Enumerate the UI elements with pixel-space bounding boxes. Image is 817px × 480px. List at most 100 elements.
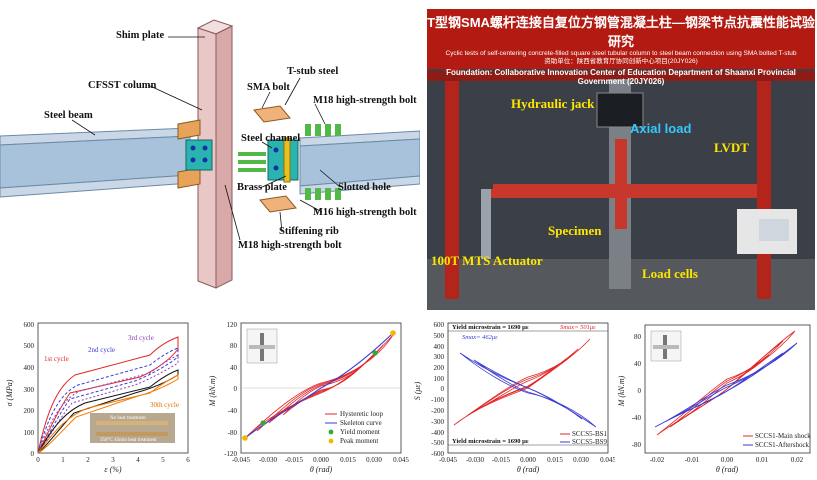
plot4-xtick-2: 0.00 — [721, 456, 734, 464]
plot4-svg: 80 40 0 -40 -80 -0.02 -0.01 0.00 0.01 0.… — [617, 324, 811, 474]
plot3-xticks: -0.045 -0.030 -0.015 0.000 0.015 0.030 0… — [439, 456, 616, 464]
plot4-legend-main: SCCS1-Main shock — [755, 432, 811, 440]
plot3-ann-yield-bottom: Yield microstrain = 1690 με — [452, 438, 529, 445]
banner-foundation: Foundation: Collaborative Innovation Cen… — [446, 68, 796, 86]
plot3-svg: 600 500 400 300 200 100 0 -100 -200 -300… — [413, 321, 616, 474]
plot2-ytick-1: 80 — [230, 342, 238, 350]
plot3-ytick-1: 500 — [434, 332, 445, 340]
ann-lvdt: LVDT — [714, 140, 749, 155]
plot2-legend-skeleton: Skeleton curve — [340, 419, 382, 427]
plot1-xtick-5: 5 — [161, 456, 165, 464]
plot2-xtick-5: 0.030 — [366, 456, 382, 464]
plot2-legend: Hysteretic loop Skeleton curve Yield mom… — [325, 410, 383, 445]
plot2-xtick-1: -0.030 — [259, 456, 278, 464]
plot2-ytick-0: 120 — [227, 321, 238, 329]
plot-strain-rotation: 600 500 400 300 200 100 0 -100 -200 -300… — [410, 315, 616, 475]
plot1-xtick-0: 0 — [36, 456, 40, 464]
plot1-ytick-3: 300 — [24, 386, 35, 394]
plot1-ann-c2: 2nd cycle — [88, 346, 115, 354]
plot1-xtick-4: 4 — [136, 456, 140, 464]
label-sma-bolt: SMA bolt — [247, 82, 290, 93]
plot4-xtick-4: 0.02 — [791, 456, 804, 464]
plot3-xtick-6: 0.045 — [600, 456, 615, 464]
plot3-legend: SCCS5-BS1 SCCS5-BS9 — [560, 430, 608, 446]
sma-bolts — [238, 152, 266, 172]
joint-drawing: Shim plate CFSST column Steel beam SMA b… — [0, 0, 421, 305]
label-m18-bolt-bottom: M18 high-strength bolt — [238, 240, 342, 251]
plot3-xtick-5: 0.030 — [573, 456, 589, 464]
plot2-xtick-2: -0.015 — [285, 456, 304, 464]
left-connection — [177, 119, 213, 189]
plot2-xtick-6: 0.045 — [393, 456, 409, 464]
plot4-legend: SCCS1-Main shock SCCS1-Aftershock — [743, 432, 811, 449]
plot2-ytick-5: -80 — [228, 429, 238, 437]
plot3-xtick-0: -0.045 — [439, 456, 458, 464]
plot3-ytick-5: 100 — [434, 375, 445, 383]
plot2-legend-yield: Yield moment — [340, 428, 380, 436]
plot1-svg: 0 100 200 300 400 500 600 0 1 2 3 4 5 6 … — [5, 321, 190, 474]
plot3-ytick-6: 0 — [441, 385, 445, 393]
plot2-xtick-4: 0.015 — [340, 456, 356, 464]
plot4-ytick-4: -80 — [632, 441, 642, 449]
plot1-ylabel: σ (MPa) — [5, 379, 14, 406]
plot1-ytick-5: 500 — [24, 342, 35, 350]
plot2-yticks: 120 80 40 0 -40 -80 -120 — [224, 321, 237, 458]
plot2-xticks: -0.045 -0.030 -0.015 0.000 0.015 0.030 0… — [232, 456, 409, 464]
plot3-xtick-2: -0.015 — [492, 456, 511, 464]
banner-subtitle: Cyclic tests of self-centering concrete-… — [445, 50, 797, 57]
plot1-ytick-6: 600 — [24, 321, 35, 329]
plot4-xlabel: θ (rad) — [716, 465, 739, 474]
plot3-ytick-8: -200 — [431, 407, 444, 415]
photo-banner: T型钢SMA螺杆连接自复位方钢管混凝土柱—钢梁节点抗震性能试验研究 Cyclic… — [427, 9, 815, 86]
plot4-ytick-1: 40 — [634, 360, 642, 368]
label-t-stub-steel: T-stub steel — [287, 66, 339, 77]
plot3-ytick-10: -400 — [431, 429, 444, 437]
plot2-ytick-6: -120 — [224, 450, 237, 458]
plot1-xtick-1: 1 — [61, 456, 65, 464]
plot4-xtick-1: -0.01 — [685, 456, 700, 464]
plot3-yticks: 600 500 400 300 200 100 0 -100 -200 -300… — [431, 321, 444, 458]
ann-actuator: 100T MTS Actuator — [431, 253, 543, 268]
m16-bolts — [305, 188, 341, 200]
plot1-yticks: 0 100 200 300 400 500 600 — [24, 321, 35, 458]
plot1-xtick-6: 6 — [186, 456, 190, 464]
plot3-ann-smax2: Smax= 462με — [462, 334, 498, 341]
plot1-ytick-1: 100 — [24, 429, 35, 437]
steel-beam-left — [0, 127, 191, 198]
plot1-ytick-2: 200 — [24, 407, 35, 415]
plot1-xtick-2: 2 — [86, 456, 90, 464]
plot2-ylabel: M (kN.m) — [208, 375, 217, 407]
plot-mainshock-aftershock: 80 40 0 -40 -80 -0.02 -0.01 0.00 0.01 0.… — [615, 315, 817, 475]
plot1-inset-top: No heat treatment — [110, 416, 146, 421]
plot3-xtick-1: -0.030 — [466, 456, 485, 464]
m18-bolts-top — [305, 124, 341, 136]
plot4-xtick-3: 0.01 — [756, 456, 769, 464]
plot1-xticks: 0 1 2 3 4 5 6 — [36, 456, 190, 464]
plot2-legend-peak: Peak moment — [340, 437, 378, 445]
plot2-ytick-2: 40 — [230, 364, 238, 372]
ann-hydraulic-jack: Hydraulic jack — [511, 96, 595, 111]
exploded-connection — [253, 105, 299, 213]
plot3-xlabel: θ (rad) — [517, 465, 540, 474]
plot3-ytick-4: 200 — [434, 364, 445, 372]
plot4-yticks: 80 40 0 -40 -80 — [632, 333, 642, 449]
label-shim-plate: Shim plate — [116, 30, 165, 41]
plot3-legend-bs9: SCCS5-BS9 — [572, 438, 608, 446]
label-brass-plate: Brass plate — [237, 182, 287, 193]
leader-lines — [71, 36, 341, 241]
plot3-xtick-4: 0.015 — [547, 456, 563, 464]
plot3-ytick-12: -600 — [431, 450, 444, 458]
plot2-ytick-3: 0 — [234, 385, 238, 393]
banner-title: T型钢SMA螺杆连接自复位方钢管混凝土柱—钢梁节点抗震性能试验研究 — [427, 15, 815, 49]
plot3-ytick-7: -100 — [431, 396, 444, 404]
plot4-xtick-0: -0.02 — [650, 456, 665, 464]
label-slotted-hole: Slotted hole — [338, 182, 391, 193]
plot2-svg: 120 80 40 0 -40 -80 -120 -0.045 -0.030 -… — [208, 321, 409, 474]
plot3-ann-yield-top: Yield microstrain = 1690 με — [452, 324, 529, 331]
plot4-ytick-0: 80 — [634, 333, 642, 341]
ann-axial-load: Axial load — [630, 121, 692, 136]
plot4-ylabel: M (kN.m) — [617, 375, 626, 407]
plot-sma-stress-strain: 0 100 200 300 400 500 600 0 1 2 3 4 5 6 … — [0, 315, 205, 475]
plot1-xtick-3: 3 — [111, 456, 115, 464]
plot3-ytick-11: -500 — [431, 439, 444, 447]
